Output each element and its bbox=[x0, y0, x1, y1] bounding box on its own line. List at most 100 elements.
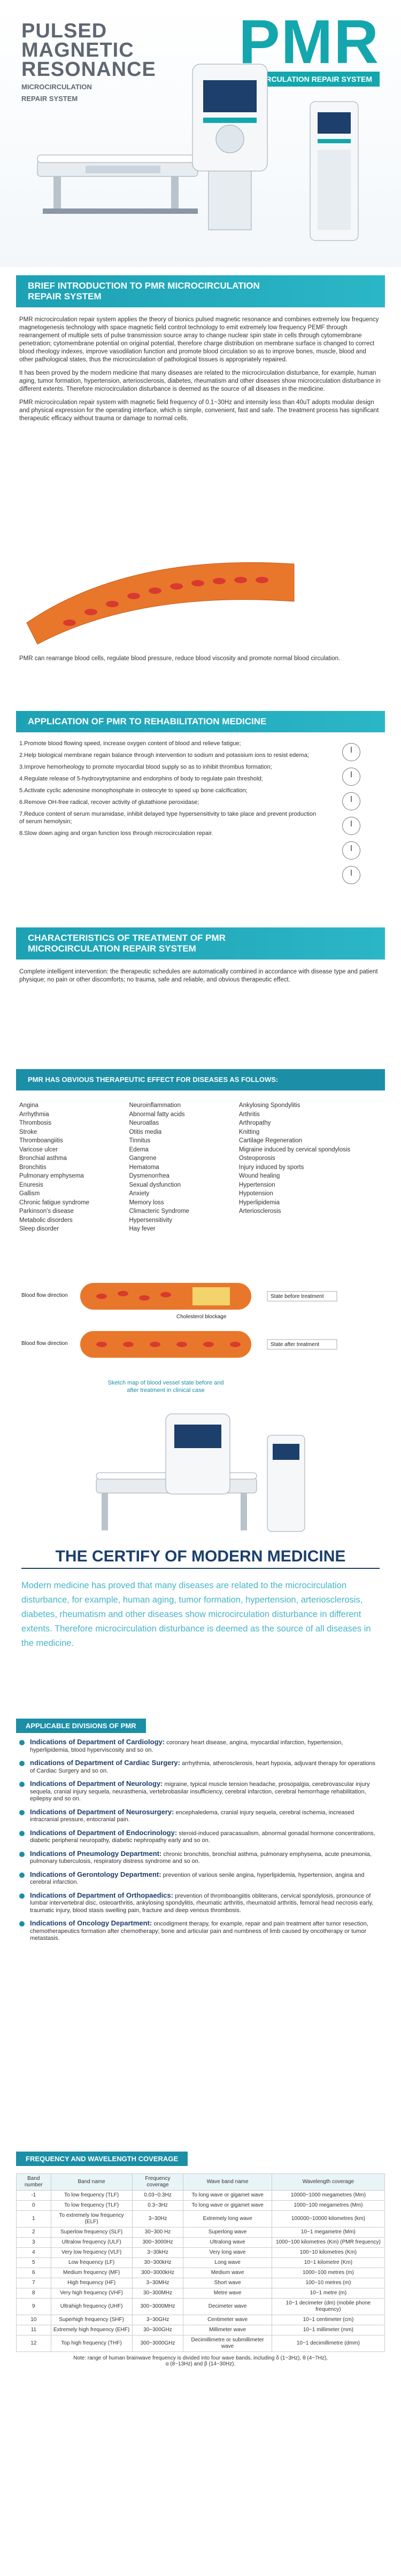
division-item: Indications of Pneumology Department: ch… bbox=[19, 1850, 382, 1866]
table-cell: 1 bbox=[16, 2210, 51, 2227]
table-cell: 10~1 megametre (Mm) bbox=[271, 2227, 385, 2238]
disease-item: Neuroatlas bbox=[129, 1120, 159, 1126]
disease-item: Abnormal fatty acids bbox=[129, 1111, 185, 1118]
flow-label-after-left: Blood flow direction bbox=[21, 1341, 68, 1347]
diseases-column-1: Angina Arrhythmia Thrombosis Stroke Thro… bbox=[19, 1101, 129, 1234]
table-cell: 10000~1000 megametres (Mm) bbox=[271, 2190, 385, 2201]
disease-item: Chronic fatigue syndrome bbox=[19, 1199, 90, 1206]
table-cell: Long wave bbox=[183, 2257, 272, 2268]
table-cell: 9 bbox=[16, 2298, 51, 2315]
bullet-icon bbox=[19, 1740, 25, 1745]
clock-icon bbox=[342, 768, 360, 786]
bullet-icon bbox=[19, 1782, 25, 1787]
disease-item: Hematoma bbox=[129, 1164, 159, 1171]
disease-item: Angina bbox=[19, 1102, 38, 1109]
column-header: Wave band name bbox=[183, 2173, 272, 2191]
table-cell: Superhigh frequency (SHF) bbox=[50, 2315, 133, 2325]
diseases-section: PMR HAS OBVIOUS THERAPEUTIC EFFECT FOR D… bbox=[0, 1069, 401, 1234]
table-cell: 300~3000MHz bbox=[132, 2298, 184, 2315]
bullet-icon bbox=[19, 1893, 25, 1899]
disease-item: Enuresis bbox=[19, 1181, 43, 1188]
table-cell: 10~1 decimillimetre (dmm) bbox=[271, 2335, 385, 2352]
clock-icon bbox=[342, 817, 360, 835]
table-cell: Metre wave bbox=[183, 2288, 272, 2299]
application-item: 5.Activate cyclic adenosine monophosphat… bbox=[19, 787, 248, 794]
flow-label-before-right: State before treatment bbox=[271, 1294, 324, 1299]
table-cell: 10~1 metre (m) bbox=[271, 2288, 385, 2299]
frequency-section: FREQUENCY AND WAVELENGTH COVERAGE Band n… bbox=[0, 2152, 401, 2367]
brief-paragraph-3: PMR microcirculation repair system with … bbox=[19, 399, 379, 422]
after-vessel-paragraph: PMR can rearrange blood cells, regulate … bbox=[19, 655, 341, 662]
table-cell: 0.3~3Hz bbox=[132, 2200, 184, 2211]
divisions-tab: APPLICABLE DIVISIONS OF PMR bbox=[16, 1719, 146, 1733]
disease-item: Migraine induced by cervical spondylosis bbox=[238, 1146, 351, 1153]
division-title: Indications of Pneumology Department: bbox=[30, 1849, 162, 1858]
application-item: 3.Improve hemorheology to promote myocar… bbox=[19, 764, 272, 770]
disease-item: Climacteric Syndrome bbox=[129, 1208, 189, 1214]
division-text: migraine, typical muscle tension headach… bbox=[30, 1781, 370, 1802]
application-item: 4.Regulate release of 5-hydroxytryptamin… bbox=[19, 776, 263, 782]
frequency-note-line1: Note: range of human brainwave frequency… bbox=[73, 2355, 328, 2361]
table-cell: 10~1 centimeter (cm) bbox=[271, 2315, 385, 2325]
table-cell: Millimeter wave bbox=[183, 2325, 272, 2335]
disease-item: Arteriosclerosis bbox=[238, 1208, 281, 1214]
table-cell: 11 bbox=[16, 2325, 51, 2335]
table-header-row: Band number Band name Frequency coverage… bbox=[16, 2173, 385, 2191]
table-cell: 100~10 kilometres (Km) bbox=[271, 2247, 385, 2258]
disease-item: Bronchitis bbox=[19, 1164, 47, 1171]
table-cell: 3~30GHz bbox=[132, 2315, 184, 2325]
column-header: Band name bbox=[50, 2173, 133, 2191]
division-item: Indications of Department of Orthopaedic… bbox=[19, 1891, 382, 1915]
flow-mid-label: Cholesterol blockage bbox=[176, 1314, 227, 1320]
application-list: 1.Promote blood flowing speed, increase … bbox=[0, 740, 321, 837]
table-cell: 10~1 millimeter (mm) bbox=[271, 2325, 385, 2335]
table-cell: Low frequency (LF) bbox=[50, 2257, 133, 2268]
clock-icon-column bbox=[342, 743, 369, 891]
disease-item: Osteoporosis bbox=[238, 1155, 275, 1162]
table-cell: Ultrahigh frequency (UHF) bbox=[50, 2298, 133, 2315]
division-item: Indications of Oncology Department: onco… bbox=[19, 1920, 382, 1943]
table-cell: 1000~100 megametres (Mm) bbox=[271, 2200, 385, 2211]
disease-item: Ankylosing Spondylitis bbox=[238, 1102, 300, 1109]
division-text: chronic bronchitis, bronchial asthma, pu… bbox=[30, 1851, 372, 1865]
diseases-column-2: Neuroinflammation Abnormal fatty acids N… bbox=[129, 1101, 238, 1234]
brief-paragraph-1: PMR microcirculation repair system appli… bbox=[19, 316, 379, 363]
brief-heading-line2: REPAIR SYSTEM bbox=[28, 291, 102, 301]
flow-caption-line1: Sketch map of blood vessel state before … bbox=[107, 1380, 224, 1386]
diseases-grid: Angina Arrhythmia Thrombosis Stroke Thro… bbox=[0, 1090, 401, 1234]
table-cell: 1000~100 kilometres (Km) (PMR frequency) bbox=[271, 2237, 385, 2248]
disease-item: Knitting bbox=[238, 1128, 260, 1135]
pmr-device-illustration bbox=[192, 64, 268, 230]
application-item: 2.Help biological membrane regain balanc… bbox=[19, 752, 309, 759]
division-item: Indications of Gerontology Department: p… bbox=[19, 1870, 382, 1886]
after-vessel-text: PMR can rearrange blood cells, regulate … bbox=[0, 655, 401, 663]
table-cell: 3~30MHz bbox=[132, 2278, 184, 2288]
table-cell: 1000~100 metres (m) bbox=[271, 2268, 385, 2278]
characteristics-heading-line1: CHARACTERISTICS OF TREATMENT OF PMR bbox=[28, 933, 226, 943]
frequency-heading: FREQUENCY AND WAVELENGTH COVERAGE bbox=[16, 2152, 188, 2166]
disease-item: Stroke bbox=[19, 1128, 37, 1135]
table-cell: 2 bbox=[16, 2227, 51, 2238]
table-cell: Extremely high frequency (EHF) bbox=[50, 2325, 133, 2335]
disease-item: Pulmonary emphysema bbox=[19, 1173, 84, 1179]
hero-sub-line1: MICROCIRCULATION bbox=[21, 83, 92, 91]
bullet-icon bbox=[19, 1851, 25, 1857]
division-item: Indications of Department of Cardiology:… bbox=[19, 1738, 382, 1754]
disease-item: Tinnitus bbox=[129, 1138, 151, 1144]
flow-label-before-left: Blood flow direction bbox=[21, 1293, 68, 1298]
division-title: ndications of Department of Cardiac Surg… bbox=[30, 1759, 180, 1767]
disease-item: Varicose ulcer bbox=[19, 1146, 58, 1153]
frequency-table: Band number Band name Frequency coverage… bbox=[16, 2173, 385, 2352]
division-item: Indications of Department of Neurosurger… bbox=[19, 1808, 382, 1824]
hero-banner: PULSED MAGNETIC RESONANCE MICROCIRCULATI… bbox=[0, 0, 401, 267]
divisions-section: APPLICABLE DIVISIONS OF PMR Indications … bbox=[0, 1719, 401, 1943]
certify-section: THE CERTIFY OF MODERN MEDICINE Modern me… bbox=[0, 1548, 401, 1651]
hero-right: PMR MICROCIRCULATION REPAIR SYSTEM bbox=[226, 11, 380, 87]
table-cell: Decimeter wave bbox=[183, 2298, 272, 2315]
